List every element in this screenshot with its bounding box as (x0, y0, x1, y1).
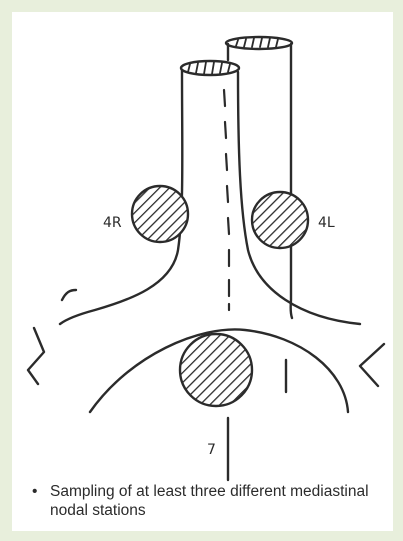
trachea-midline (224, 90, 229, 310)
node-4l (252, 192, 308, 248)
node-7 (180, 334, 252, 406)
label-7: 7 (207, 442, 216, 458)
left-hilum-bracket (28, 328, 44, 384)
label-4r: 4R (103, 215, 122, 231)
trachea (60, 61, 360, 324)
label-4l: 4L (318, 215, 335, 231)
caption-text: Sampling of at least three different med… (26, 482, 386, 520)
right-hilum-bracket (360, 344, 384, 386)
node-4r (132, 186, 188, 242)
caption-bullet: • (32, 482, 37, 501)
figure-caption: • Sampling of at least three different m… (26, 482, 386, 520)
